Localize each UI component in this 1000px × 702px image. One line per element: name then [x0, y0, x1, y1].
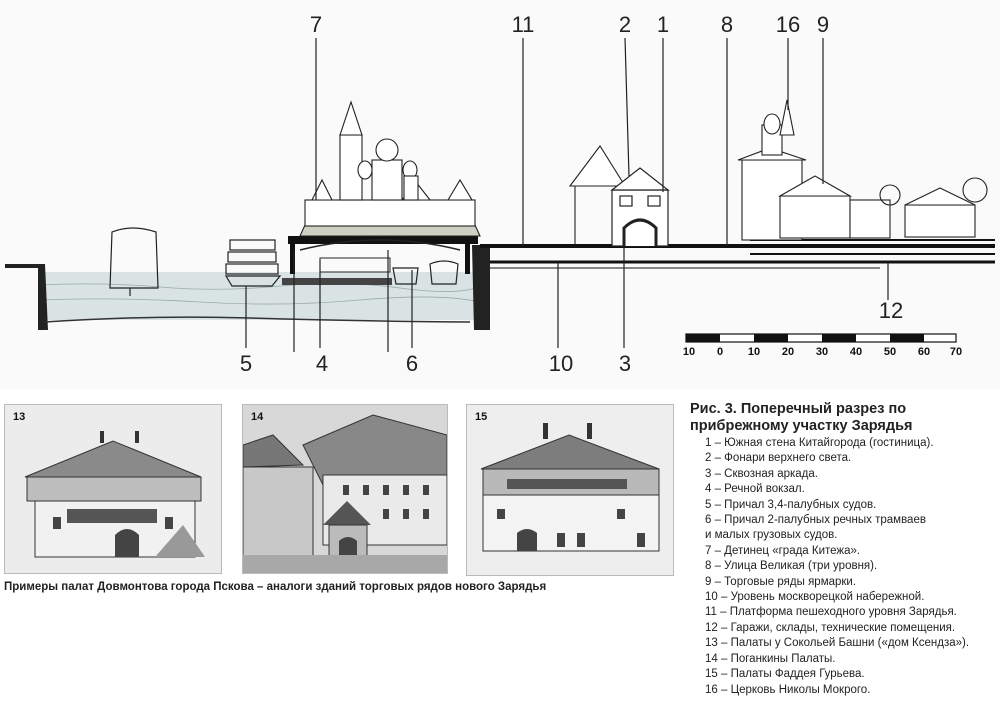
- scale-label: 10: [747, 346, 761, 358]
- trade-rows: [777, 175, 988, 239]
- legend-item: 8 – Улица Великая (три уровня).: [705, 560, 878, 573]
- scale-label: 40: [849, 346, 863, 358]
- photo-14-number: 14: [251, 411, 264, 423]
- legend-list: 1 – Южная стена Китайгорода (гостиница).…: [705, 436, 1000, 698]
- legend-item: 11 – Платформа пешеходного уровня Зарядь…: [705, 606, 957, 619]
- photo-13-number: 13: [13, 411, 26, 423]
- callout-9: 9: [816, 12, 830, 37]
- legend-item: 13 – Палаты у Сокольей Башни («дом Ксенд…: [705, 637, 970, 650]
- photo-14: 14: [242, 404, 448, 574]
- scale-label: 30: [815, 346, 829, 358]
- pier-multideck: [224, 239, 282, 287]
- callout-4: 4: [315, 351, 329, 376]
- callout-8: 8: [720, 12, 734, 37]
- callout-1: 1: [656, 12, 670, 37]
- callout-16: 16: [775, 12, 801, 37]
- callout-3: 3: [618, 351, 632, 376]
- legend-item: 12 – Гаражи, склады, технические помещен…: [705, 621, 956, 634]
- river-water: [40, 272, 480, 320]
- legend-item: 15 – Палаты Фаддея Гурьева.: [705, 668, 865, 681]
- callout-6: 6: [405, 351, 419, 376]
- legend-item: 1 – Южная стена Китайгорода (гостиница).: [705, 437, 934, 449]
- legend-item: 7 – Детинец «града Китежа».: [705, 544, 861, 557]
- legend-item: 10 – Уровень москворецкой набережной.: [705, 591, 925, 604]
- legend-item: 3 – Сквозная аркада.: [705, 467, 818, 480]
- middle-building: [568, 145, 626, 245]
- legend-item: и малых грузовых судов.: [705, 529, 838, 542]
- scale-bar: [685, 333, 957, 343]
- photo-15-drawing: [480, 423, 660, 552]
- scale-label: 70: [949, 346, 963, 358]
- cross-section-svg: [5, 37, 995, 352]
- photo-15: 15: [466, 404, 674, 576]
- legend-item: 6 – Причал 2-палубных речных трамваев: [705, 514, 926, 527]
- river-station: [282, 236, 478, 285]
- kremlin-detinets: [299, 100, 481, 237]
- callout-11: 11: [511, 12, 535, 37]
- photo-15-number: 15: [475, 411, 488, 423]
- photos-caption: Примеры палат Довмонтова города Пскова –…: [4, 581, 547, 593]
- figure-title: Рис. 3. Поперечный разрез по прибрежному…: [690, 401, 913, 434]
- callout-2: 2: [618, 12, 632, 37]
- legend-item: 9 – Торговые ряды ярмарки.: [705, 575, 857, 588]
- callout-12: 12: [878, 298, 904, 323]
- large-ship: [109, 227, 159, 296]
- left-embankment: [5, 264, 48, 330]
- small-boats: [392, 260, 459, 285]
- right-embankment: [472, 245, 490, 330]
- callout-10: 10: [548, 351, 574, 376]
- legend-item: 2 – Фонари верхнего света.: [705, 452, 852, 465]
- photo-13: 13: [4, 404, 222, 574]
- scale-label: 50: [883, 346, 897, 358]
- photo-14-drawing: [243, 414, 447, 573]
- legend-item: 14 – Поганкины Палаты.: [705, 652, 836, 665]
- scale-label: 60: [917, 346, 931, 358]
- photo-13-drawing: [24, 431, 205, 558]
- cross-section-drawing: 7 11 2 1 8 16 9 5 4 6 10 3 12 10 0 10 20…: [5, 12, 995, 376]
- callout-7: 7: [309, 12, 323, 37]
- south-wall-tower: [610, 167, 670, 247]
- legend-item: 16 – Церковь Николы Мокрого.: [705, 683, 871, 696]
- callout-leaders: [245, 37, 889, 348]
- scale-label: 20: [781, 346, 795, 358]
- scale-label: 0: [716, 346, 724, 358]
- legend-item: 5 – Причал 3,4-палубных судов.: [705, 498, 877, 511]
- callout-5: 5: [239, 351, 253, 376]
- scale-label: 10: [682, 346, 696, 358]
- legend-item: 4 – Речной вокзал.: [705, 483, 805, 496]
- river-bottom: [44, 316, 471, 323]
